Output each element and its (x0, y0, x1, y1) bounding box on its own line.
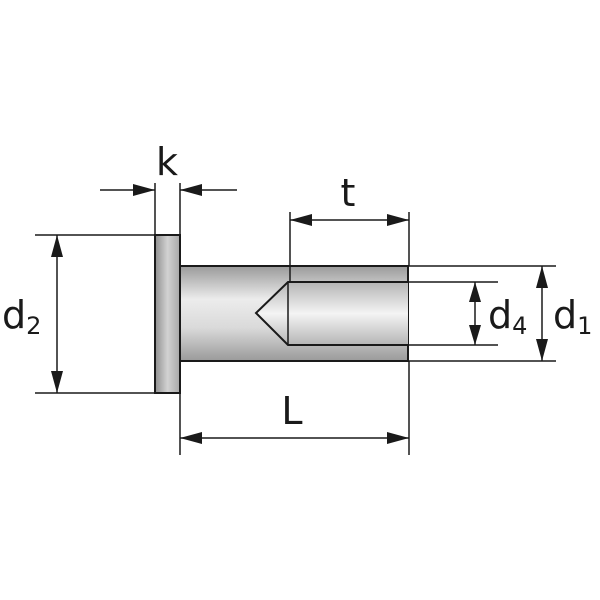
rivet-head (154, 234, 181, 394)
arrow-head (133, 184, 155, 196)
extension-lines (35, 183, 556, 455)
dimension-t: t (290, 171, 409, 226)
label-t: t (341, 171, 356, 215)
label-d4-main: d (488, 293, 512, 337)
label-d1-main: d (553, 293, 577, 337)
arrow-head (51, 235, 63, 257)
label-d1: d1 (553, 293, 592, 340)
arrow-head (536, 266, 548, 288)
rivet-part (154, 234, 409, 394)
dimension-d2: d2 (2, 235, 63, 393)
label-d2-main: d (2, 293, 26, 337)
label-d2: d2 (2, 293, 41, 340)
dimension-L: L (180, 389, 409, 444)
arrow-head (469, 282, 481, 302)
arrow-head (180, 432, 202, 444)
arrow-head (290, 214, 312, 226)
label-d4-sub: 4 (512, 312, 527, 340)
arrow-head (180, 184, 202, 196)
dimension-k: k (100, 140, 237, 196)
arrow-head (469, 325, 481, 345)
label-L: L (281, 389, 302, 433)
label-d2-sub: 2 (26, 312, 41, 340)
arrow-head (387, 214, 409, 226)
arrow-head (536, 339, 548, 361)
label-d1-sub: 1 (577, 312, 592, 340)
dimension-d4: d4 (469, 282, 527, 345)
label-k: k (156, 140, 178, 184)
arrow-head (51, 371, 63, 393)
rivet-bore (254, 281, 408, 346)
label-d4: d4 (488, 293, 527, 340)
arrow-head (387, 432, 409, 444)
dimension-d1: d1 (536, 266, 592, 361)
